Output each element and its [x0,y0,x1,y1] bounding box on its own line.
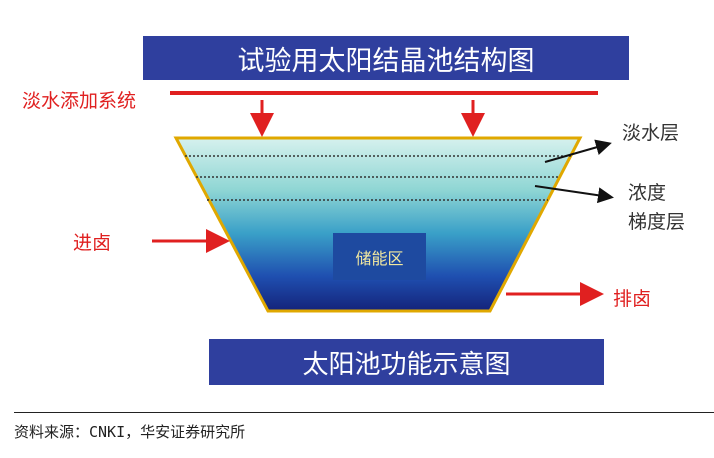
freshwater-system-label: 淡水添加系统 [22,90,137,112]
storage-zone: 储能区 [333,233,426,280]
source-divider [14,412,714,413]
gradient-layer-label-line2: 梯度层 [628,211,686,233]
gradient-layer-pointer [534,185,614,204]
source-note: 资料来源：CNKI，华安证券研究所 [14,423,246,441]
pond-body [173,136,583,313]
diagram-title: 试验用太阳结晶池结构图 [143,36,629,80]
diagram-subtitle: 太阳池功能示意图 [209,339,604,385]
brine-in-label: 进卤 [73,232,112,254]
fresh-layer-label: 淡水层 [622,122,680,144]
brine-out-label: 排卤 [613,288,652,310]
gradient-layer-label-line1: 浓度 [628,182,667,204]
fresh-layer-pointer [544,139,612,163]
